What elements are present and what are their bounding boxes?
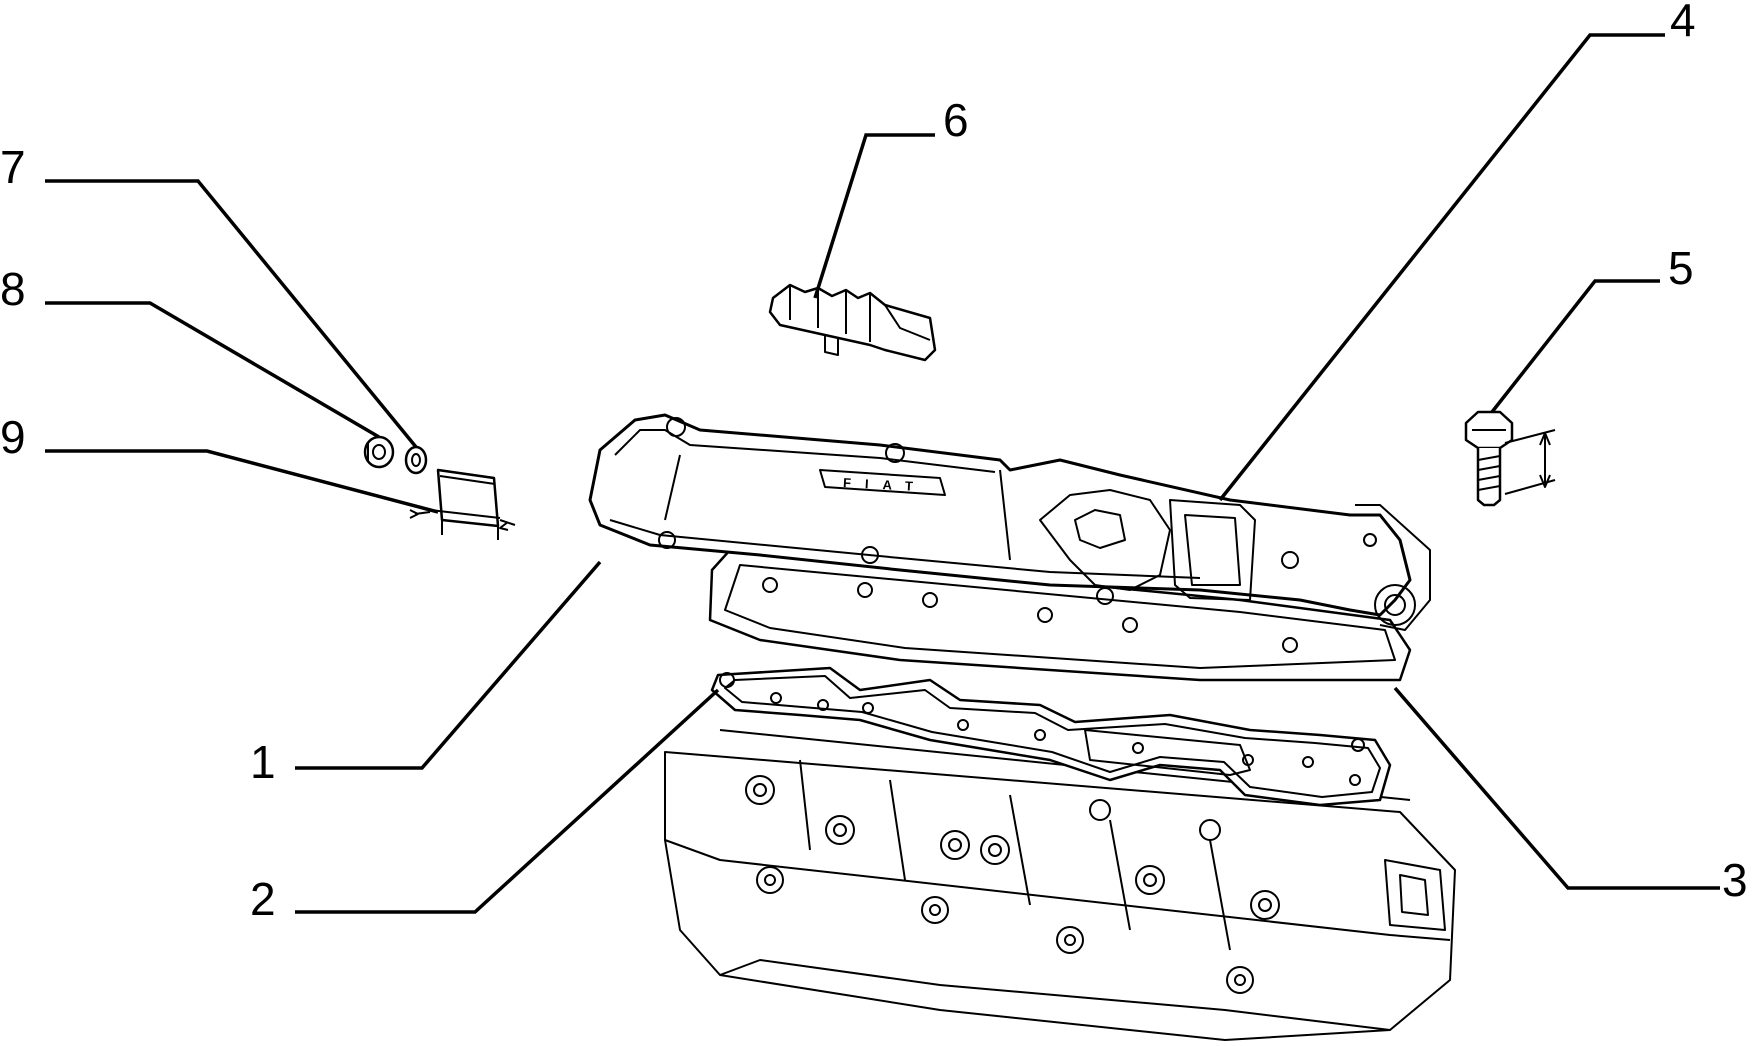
callout-numbers: 1 2 3 4 5 6 7 8 9 [0, 0, 1748, 925]
seal-ring-part [404, 445, 428, 475]
callout-1: 1 [250, 736, 276, 788]
sleeve-part [409, 468, 516, 540]
leader-line-4 [1218, 33, 1665, 502]
leader-line-2 [295, 688, 720, 914]
leader-line-3 [1393, 686, 1720, 890]
callout-9: 9 [0, 411, 26, 463]
callout-3: 3 [1722, 854, 1748, 906]
leader-line-5 [1490, 279, 1660, 414]
leader-line-6 [813, 133, 935, 299]
callout-4: 4 [1670, 0, 1696, 46]
leader-line-9 [45, 449, 439, 514]
bolt-part [1464, 410, 1556, 507]
leader-line-1 [295, 560, 602, 770]
callout-6: 6 [943, 94, 969, 146]
valve-cover-part: FIAT [588, 413, 1431, 682]
fiat-logo-text: FIAT [843, 475, 928, 494]
cylinder-head-part [664, 729, 1456, 1041]
callout-7: 7 [0, 141, 26, 193]
leader-lines [45, 33, 1720, 914]
washer-part [363, 435, 395, 469]
callout-2: 2 [250, 873, 276, 925]
leader-line-7 [45, 179, 418, 449]
leader-line-8 [45, 301, 380, 439]
baffle-part [768, 283, 937, 362]
callout-8: 8 [0, 263, 26, 315]
callout-5: 5 [1668, 242, 1694, 294]
head-gasket-part [710, 666, 1392, 807]
fiat-logo: FIAT [819, 469, 946, 496]
